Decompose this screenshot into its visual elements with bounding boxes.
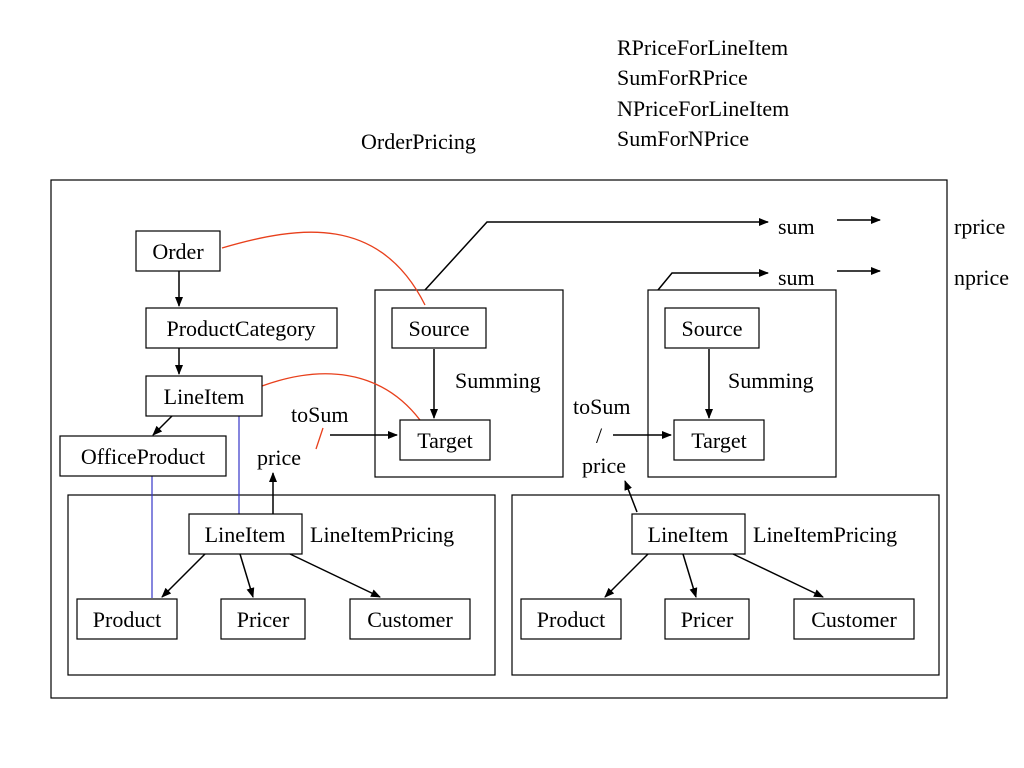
summing-left-target-box xyxy=(399,419,491,461)
office-product-label: OfficeProduct xyxy=(81,444,205,469)
to-sum-right-label: toSum xyxy=(573,394,630,419)
office-product-box xyxy=(59,435,227,477)
price-right-slash: / xyxy=(596,423,603,448)
pricing-left-lineitem-box xyxy=(188,513,303,555)
pricing-right-customer-label: Customer xyxy=(811,607,897,632)
pricing-right-product-box xyxy=(520,598,622,640)
pricing-left-pricer-box xyxy=(220,598,306,640)
lineitem-right-to-price-arrow xyxy=(624,480,638,513)
legend-sum-for-rprice: SumForRPrice xyxy=(617,65,748,90)
sum-top-label: sum xyxy=(778,214,815,239)
summing-left-source-box xyxy=(391,307,487,349)
product-category-label: ProductCategory xyxy=(166,316,315,341)
lineitem-label-top: LineItem xyxy=(164,384,245,409)
price-right-label: price xyxy=(582,453,626,478)
product-category-box xyxy=(145,307,338,349)
pricing-right-pricer-label: Pricer xyxy=(681,607,734,632)
pricing-left-customer-label: Customer xyxy=(367,607,453,632)
pricing-left-product-box xyxy=(76,598,178,640)
order-pricing-frame xyxy=(50,179,948,699)
pricing-left-product-label: Product xyxy=(93,607,161,632)
sum-for-rprice-link-order xyxy=(221,231,426,306)
lineitem-pricing-frame-right xyxy=(511,494,940,676)
summing-left-source-label: Source xyxy=(408,316,469,341)
to-sum-left-label: toSum xyxy=(291,402,348,427)
legend-sum-for-nprice: SumForNPrice xyxy=(617,126,749,151)
pricing-right-label: LineItemPricing xyxy=(753,522,897,547)
pricing-left-label: LineItemPricing xyxy=(310,522,454,547)
lineitem-to-officeproduct-arrow xyxy=(152,415,173,436)
pricing-left-to-customer-arrow xyxy=(289,553,381,598)
order-box xyxy=(135,230,221,272)
pricing-left-to-product-arrow xyxy=(161,553,206,598)
summing-right-label: Summing xyxy=(728,368,814,393)
pricing-left-lineitem-label: LineItem xyxy=(205,522,286,547)
summing-left-target-label: Target xyxy=(417,428,472,453)
summing-left-label: Summing xyxy=(455,368,541,393)
pricing-left-to-pricer-arrow xyxy=(239,553,255,598)
pricing-right-product-label: Product xyxy=(537,607,605,632)
pricing-right-pricer-box xyxy=(664,598,750,640)
pricing-right-lineitem-box xyxy=(631,513,746,555)
summing-frame-right xyxy=(647,289,837,478)
lineitem-box-top xyxy=(145,375,263,417)
pricing-left-pricer-label: Pricer xyxy=(237,607,290,632)
sum-bottom-label: sum xyxy=(778,265,815,290)
sum-for-rprice-link-lineitem xyxy=(261,373,421,421)
summing-right-source-label: Source xyxy=(681,316,742,341)
rprice-label: rprice xyxy=(954,214,1005,239)
summing-right-source-box xyxy=(664,307,760,349)
order-label: Order xyxy=(152,239,204,264)
pricing-right-to-customer-arrow xyxy=(732,553,824,598)
price-left-label: price xyxy=(257,445,301,470)
legend-nprice-for-lineitem: NPriceForLineItem xyxy=(617,96,789,121)
pricing-right-to-pricer-arrow xyxy=(682,553,698,598)
pricing-right-to-product-arrow xyxy=(604,553,649,598)
pricing-right-customer-box xyxy=(793,598,915,640)
pricing-left-customer-box xyxy=(349,598,471,640)
nprice-label: nprice xyxy=(954,265,1009,290)
summing-right-target-label: Target xyxy=(691,428,746,453)
diagram-title: OrderPricing xyxy=(361,129,476,154)
sum-top-connector xyxy=(424,218,769,291)
lineitem-pricing-frame-left xyxy=(67,494,496,676)
pricing-right-lineitem-label: LineItem xyxy=(648,522,729,547)
summing-right-target-box xyxy=(673,419,765,461)
legend-rprice-for-lineitem: RPriceForLineItem xyxy=(617,35,788,60)
sum-bottom-connector xyxy=(657,269,769,291)
sum-for-rprice-tosum-slash xyxy=(315,427,324,450)
